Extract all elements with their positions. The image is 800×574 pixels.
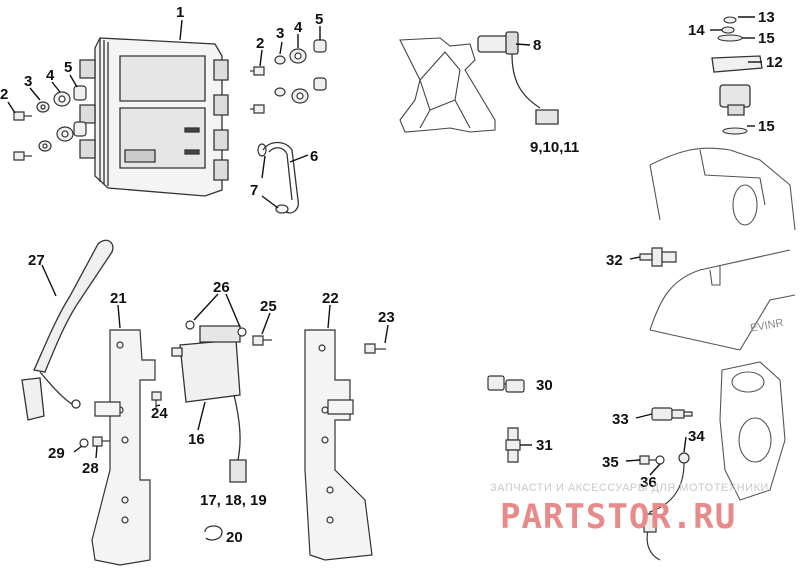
part-20-clip <box>205 526 222 540</box>
callout-15-lower: 15 <box>758 118 775 135</box>
callout-28: 28 <box>82 460 99 477</box>
callout-15-upper: 15 <box>758 30 775 47</box>
callout-30: 30 <box>536 377 553 394</box>
engine-block-mid-right <box>650 250 795 350</box>
part-25-screw <box>253 336 272 345</box>
ecu-left-hardware <box>14 86 86 160</box>
part-30-connector <box>488 376 524 392</box>
part-12-sensor <box>712 56 762 115</box>
callout-17-18-19: 17, 18, 19 <box>200 492 267 509</box>
callout-12: 12 <box>766 54 783 71</box>
callout-4-left: 4 <box>46 67 55 84</box>
part-21-bracket-left <box>92 330 155 565</box>
part-35-screw <box>640 456 656 464</box>
callout-13: 13 <box>758 9 775 26</box>
callout-24: 24 <box>151 405 168 422</box>
engine-block-lower-right <box>720 362 785 500</box>
part-7-hose-clamps <box>258 144 288 213</box>
callout-5-left: 5 <box>64 59 72 76</box>
callout-22: 22 <box>322 290 339 307</box>
part-36-washer <box>656 456 664 464</box>
engine-bracket-upper <box>400 38 495 132</box>
callout-36: 36 <box>640 474 657 491</box>
engine-badge: EVINR <box>749 317 784 335</box>
callout-35: 35 <box>602 454 619 471</box>
callout-27: 27 <box>28 252 45 269</box>
callout-16: 16 <box>188 431 205 448</box>
watermark: ЗАПЧАСТИ И АКСЕССУАРЫ ДЛЯ МОТОТЕХНИКИ PA… <box>490 482 769 537</box>
watermark-logo: PARTSTOR.RU <box>500 497 736 537</box>
parts-13-14-15-hardware <box>718 17 747 134</box>
part-16-ignition-coil <box>172 326 246 482</box>
callout-23: 23 <box>378 309 395 326</box>
ecu-right-hardware <box>250 40 326 113</box>
part-22-bracket-right <box>305 330 372 560</box>
part-31-spark-plug <box>506 428 520 462</box>
watermark-tagline: ЗАПЧАСТИ И АКСЕССУАРЫ ДЛЯ МОТОТЕХНИКИ <box>490 482 769 494</box>
callout-14: 14 <box>688 22 705 39</box>
callout-20: 20 <box>226 529 243 546</box>
engine-block-upper-right <box>650 148 795 230</box>
callout-21: 21 <box>110 290 127 307</box>
part-27-harness-cover <box>22 240 113 420</box>
part-34-ground-wire <box>644 453 689 560</box>
callout-32: 32 <box>606 252 623 269</box>
callout-2-right: 2 <box>256 35 264 52</box>
part-28-29-hardware <box>80 437 110 447</box>
callout-2-left: 2 <box>0 86 8 103</box>
part-32-temperature-sensor <box>640 248 676 266</box>
callout-9-10-11: 9,10,11 <box>530 139 579 156</box>
part-8-sensor <box>478 32 558 124</box>
part-1-engine-control-module <box>80 38 228 196</box>
callout-7: 7 <box>250 182 258 199</box>
callout-31: 31 <box>536 437 553 454</box>
part-33-sensor <box>652 408 692 420</box>
callout-5-right: 5 <box>315 11 323 28</box>
callout-34: 34 <box>688 428 705 445</box>
callout-29: 29 <box>48 445 65 462</box>
part-23-screw <box>365 344 386 353</box>
callout-3-right: 3 <box>276 25 284 42</box>
callout-3-left: 3 <box>24 73 32 90</box>
leader-lines <box>7 16 762 476</box>
callout-1: 1 <box>176 4 184 21</box>
part-6-hose <box>263 143 298 213</box>
callout-numbers: 1 2 3 4 5 2 3 4 5 6 7 8 9,10,11 12 13 14… <box>0 4 783 546</box>
callout-33: 33 <box>612 411 629 428</box>
callout-6: 6 <box>310 148 318 165</box>
part-24-screw <box>152 392 161 408</box>
part-26-washers <box>186 321 246 336</box>
callout-4-right: 4 <box>294 19 303 36</box>
callout-26: 26 <box>213 279 230 296</box>
callout-8: 8 <box>533 37 541 54</box>
callout-25: 25 <box>260 298 277 315</box>
